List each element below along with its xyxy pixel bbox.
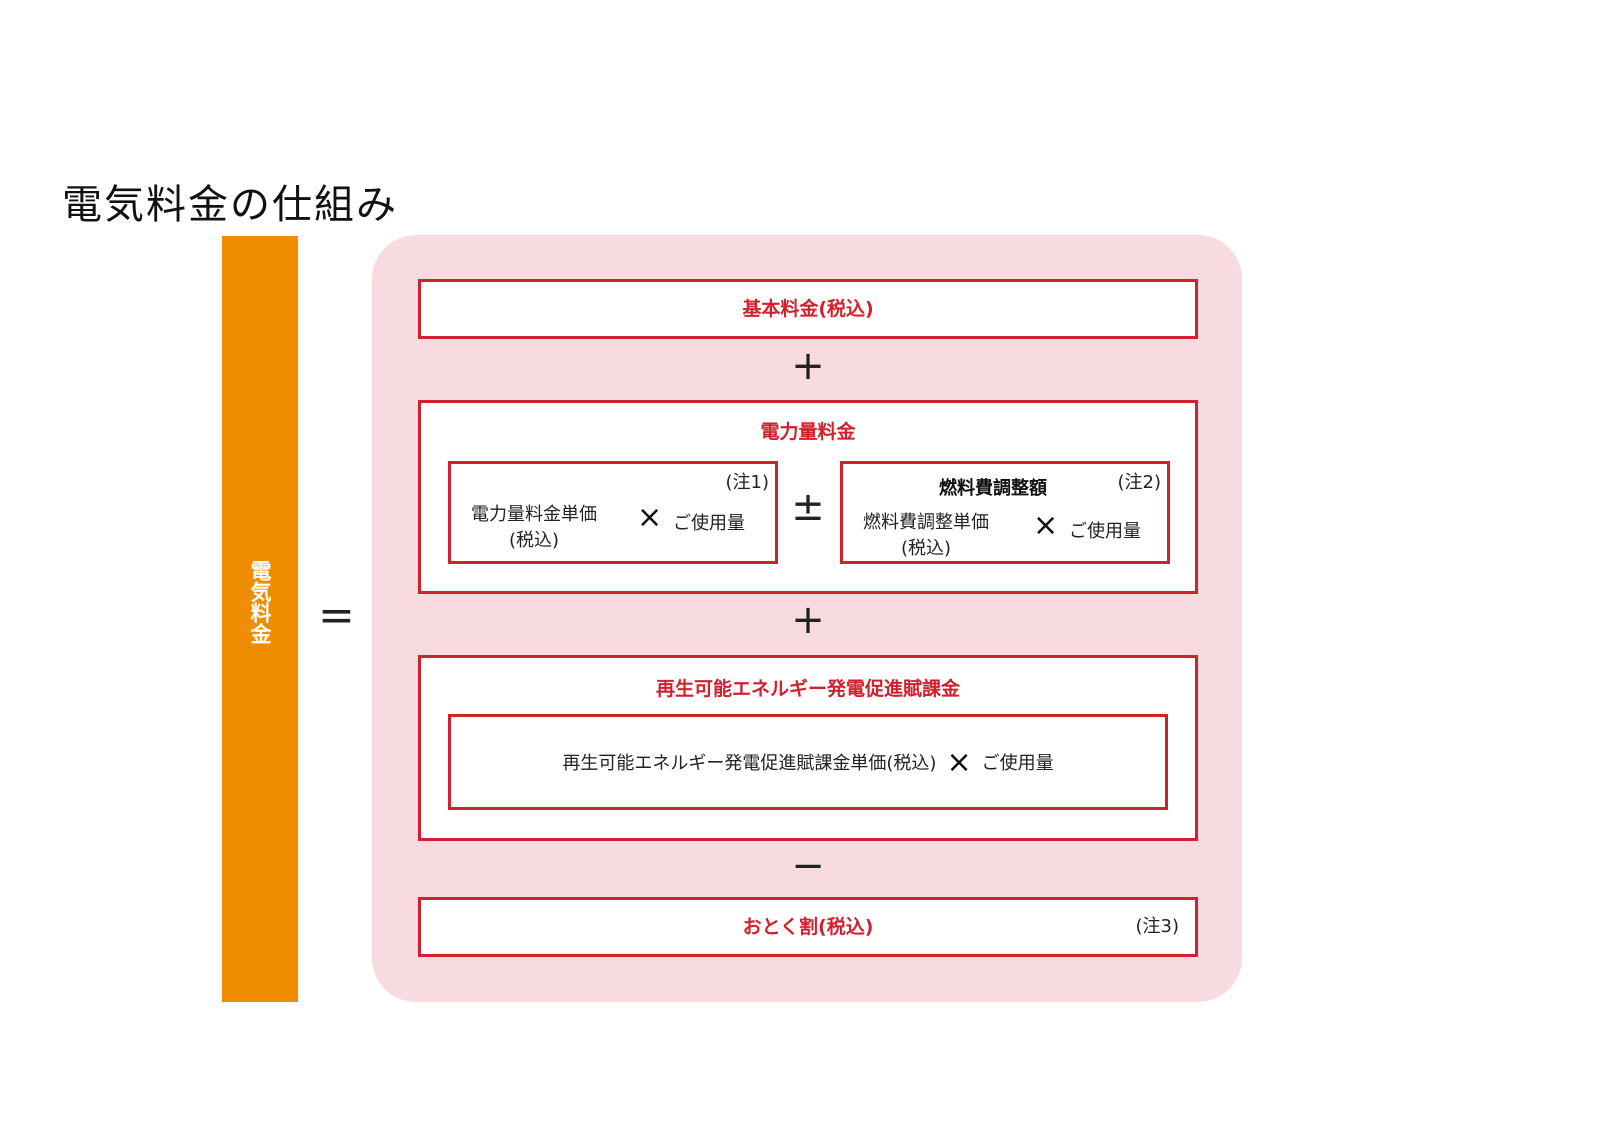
discount-box: おとく割(税込) (注3) <box>418 897 1198 957</box>
plus-sign: + <box>791 597 825 643</box>
base-charge-box: 基本料金(税込) <box>418 279 1198 339</box>
energy-unit-line1: 電力量料金単価 <box>471 504 597 525</box>
energy-unit-box: (注1) 電力量料金単価 (税込) × ご使用量 <box>448 461 778 564</box>
renewable-formula: 再生可能エネルギー発電促進賦課金単価(税込) <box>562 753 937 774</box>
fuel-unit-line1: 燃料費調整単価 <box>863 512 989 533</box>
note-2: (注2) <box>1117 472 1162 493</box>
components-panel <box>372 235 1242 1002</box>
note-3: (注3) <box>1135 916 1180 937</box>
plus-minus-sign: ± <box>791 484 825 530</box>
fuel-adjust-label: 燃料費調整額 <box>939 478 1047 499</box>
minus-sign: − <box>791 843 825 889</box>
usage-label: ご使用量 <box>673 513 745 534</box>
times-icon: × <box>1033 508 1059 543</box>
usage-label: ご使用量 <box>981 753 1054 774</box>
base-charge-label: 基本料金(税込) <box>742 298 874 320</box>
energy-unit-line2: (税込) <box>508 530 560 551</box>
page-title: 電気料金の仕組み <box>62 182 398 228</box>
renewable-formula-box: 再生可能エネルギー発電促進賦課金単価(税込) × ご使用量 <box>448 714 1168 810</box>
fuel-adjust-box: 燃料費調整額 (注2) 燃料費調整単価 (税込) × ご使用量 <box>840 461 1170 564</box>
fuel-unit-line2: (税込) <box>900 538 952 559</box>
times-icon: × <box>946 744 972 780</box>
plus-sign: + <box>791 343 825 389</box>
usage-label: ご使用量 <box>1069 521 1141 542</box>
note-1: (注1) <box>725 472 770 493</box>
total-bar <box>222 236 298 1002</box>
total-label: 電気料金 <box>248 560 272 644</box>
energy-charge-label: 電力量料金 <box>760 421 856 443</box>
renewable-levy-label: 再生可能エネルギー発電促進賦課金 <box>655 678 960 700</box>
equals-sign: = <box>318 590 355 641</box>
times-icon: × <box>637 500 663 535</box>
discount-label: おとく割(税込) <box>742 916 874 938</box>
